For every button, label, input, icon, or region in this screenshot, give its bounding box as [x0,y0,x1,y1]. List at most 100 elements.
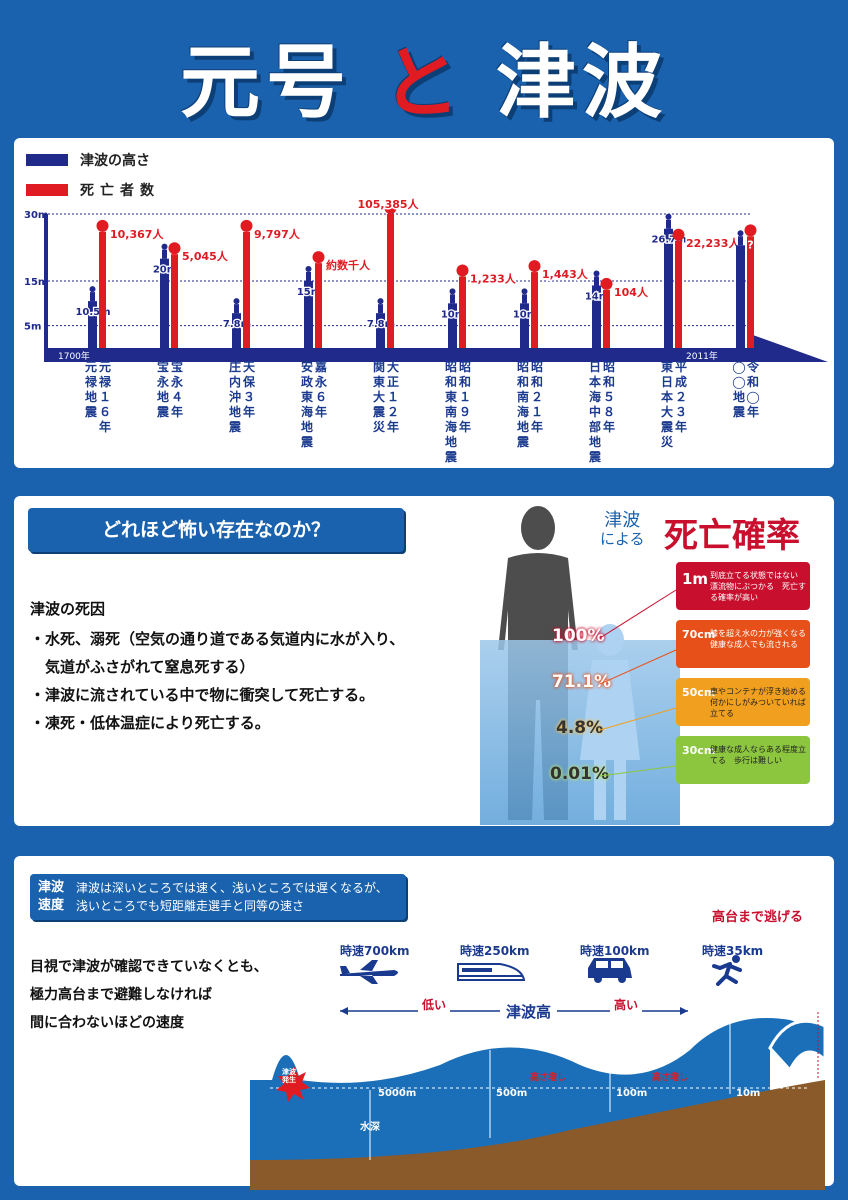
prob-box-1m: 1m 到底立てる状態ではない 漂流物にぶつかる 死亡する確率が高い [676,562,810,610]
death-value-label: 1,443人 [542,267,589,281]
death-value-label: 105,385人 [357,197,419,211]
death-bar [531,272,538,348]
era-label-column: ◯◯地震 [732,360,746,419]
death-bar [243,231,250,348]
person-icon [233,298,240,305]
person-icon [665,213,672,220]
era-label-column: 嘉永６年 [314,360,327,419]
pct-71: 71.1% [552,672,611,692]
death-bar [459,276,466,348]
increase-label-2: 高さ増し [652,1073,689,1083]
era-label-column: 安政東海地震 [300,360,313,449]
prob-connectors [600,589,677,777]
causes-title: 津波の死因 [30,600,106,618]
depth-500: 500m [496,1088,528,1099]
legend-death: 死亡者数 [26,180,160,200]
person-icon [89,286,96,293]
silhouettes-illustration [480,506,680,825]
prob-heading-small2: による [600,530,645,548]
low-label: 低い [418,996,451,1013]
prob-heading-small1: 津波 [604,510,641,531]
death-bar [387,214,394,348]
depth-5000: 5000m [378,1088,417,1099]
legend-death-swatch [26,184,68,196]
era-label-column: 昭和１９年 [458,360,471,434]
prob-desc-50cm: 車やコンテナが浮き始める 何かにしがみついていれば立てる [710,687,814,718]
height-bar [232,313,241,348]
tsunami-height-label: 津波高 [500,1001,558,1022]
death-bar-head [240,219,253,232]
chart-panel [14,138,834,468]
person-icon-body [594,276,599,286]
death-value-label: 1,233人 [470,272,517,286]
prob-heading-small: 津波 による [600,510,645,549]
increase-label-1: 高さ増し [530,1073,567,1083]
prob-box-50cm: 50cm 車やコンテナが浮き始める 何かにしがみついていれば立てる [676,678,814,726]
pct-4: 4.8% [556,718,604,738]
death-bar-head [528,260,541,273]
x-axis-arrow [750,334,828,362]
title-connector: と [381,39,466,129]
death-value-label: ? [747,238,753,251]
death-bar-head [600,277,613,290]
person-icon [449,288,456,295]
height-bar [664,228,673,348]
era-label-column: 平成２３年 [674,360,687,434]
question-banner: どれほど怖い存在なのか？ [28,508,404,552]
legend-death-label: 死亡者数 [80,183,160,199]
speed-banner: 津波 速度 津波は深いところでは速く、浅いところでは遅くなるが、 浅いところでも… [30,874,406,920]
person-icon [521,288,528,295]
era-label-column: 日本海中部地震 [588,360,601,464]
era-label-column: 昭和東南海地震 [444,360,457,464]
x-axis-band [44,348,750,362]
person-icon [377,298,384,305]
height-bar [304,281,313,348]
legend-height: 津波の高さ [26,150,150,170]
person-icon [593,270,600,277]
prob-desc-30cm: 健康な成人ならある程度立てる 歩行は難しい [710,745,806,765]
speed-banner-desc2: 浅いところでも短距離走選手と同等の速さ [76,899,305,913]
speed-100: 時速100km [580,944,650,958]
death-bar-head [672,228,685,241]
pct-100: 100% [552,626,605,646]
airplane-icon [340,960,398,984]
x-end-label: 2011年 [686,350,718,362]
death-bar [675,240,682,348]
prob-level-1m: 1m [682,570,709,588]
y-axis [44,214,48,362]
child-silhouette [580,624,640,820]
y-tick-label: 15m [24,277,48,288]
height-bar [376,313,385,348]
speed-body-2: 極力高台まで避難しなければ [30,987,212,1003]
era-label-column: 元禄地震 [84,360,97,419]
prob-heading: 死亡確率 [664,516,800,556]
runner-icon [712,955,742,986]
bullet-train-icon [457,963,526,981]
death-value-label: 10,367人 [110,227,164,241]
prob-box-30cm: 30cm 健康な成人ならある程度立てる 歩行は難しい [676,736,810,784]
height-bar [736,245,745,348]
depth-10: 10m [736,1088,761,1099]
era-label-column: 庄内沖地震 [228,360,241,434]
prob-level-30cm: 30cm [682,744,716,757]
death-bar-head [312,251,325,264]
person-icon-body [450,294,455,304]
era-label-column: 宝永４年 [170,360,183,419]
speed-banner-label1: 津波 [38,880,65,895]
speed-banner-label2: 速度 [38,898,65,913]
person-icon [737,230,744,237]
speed-body-1: 目視で津波が確認できていなくとも、 [30,959,268,975]
legend-height-label: 津波の高さ [80,153,150,169]
speed-banner-desc1: 津波は深いところでは速く、浅いところでは遅くなるが、 [76,881,388,895]
y-tick-label: 5m [24,322,41,333]
cause-line-2: 気道がふさがれて窒息死する） [30,658,255,676]
cause-line-4: ・凍死・低体温症により死亡する。 [30,714,270,732]
speed-700: 時速700km [340,944,410,958]
era-label-column: 令和◯年 [746,360,760,419]
height-bar [448,303,457,348]
era-label-column: 昭和南海地震 [516,360,529,449]
title-part1: 元号 [179,36,352,129]
pct-001: 0.01% [550,764,609,784]
speed-250: 時速250km [460,944,530,958]
cause-line-3: ・津波に流されている中で物に衝突して死亡する。 [30,686,375,704]
